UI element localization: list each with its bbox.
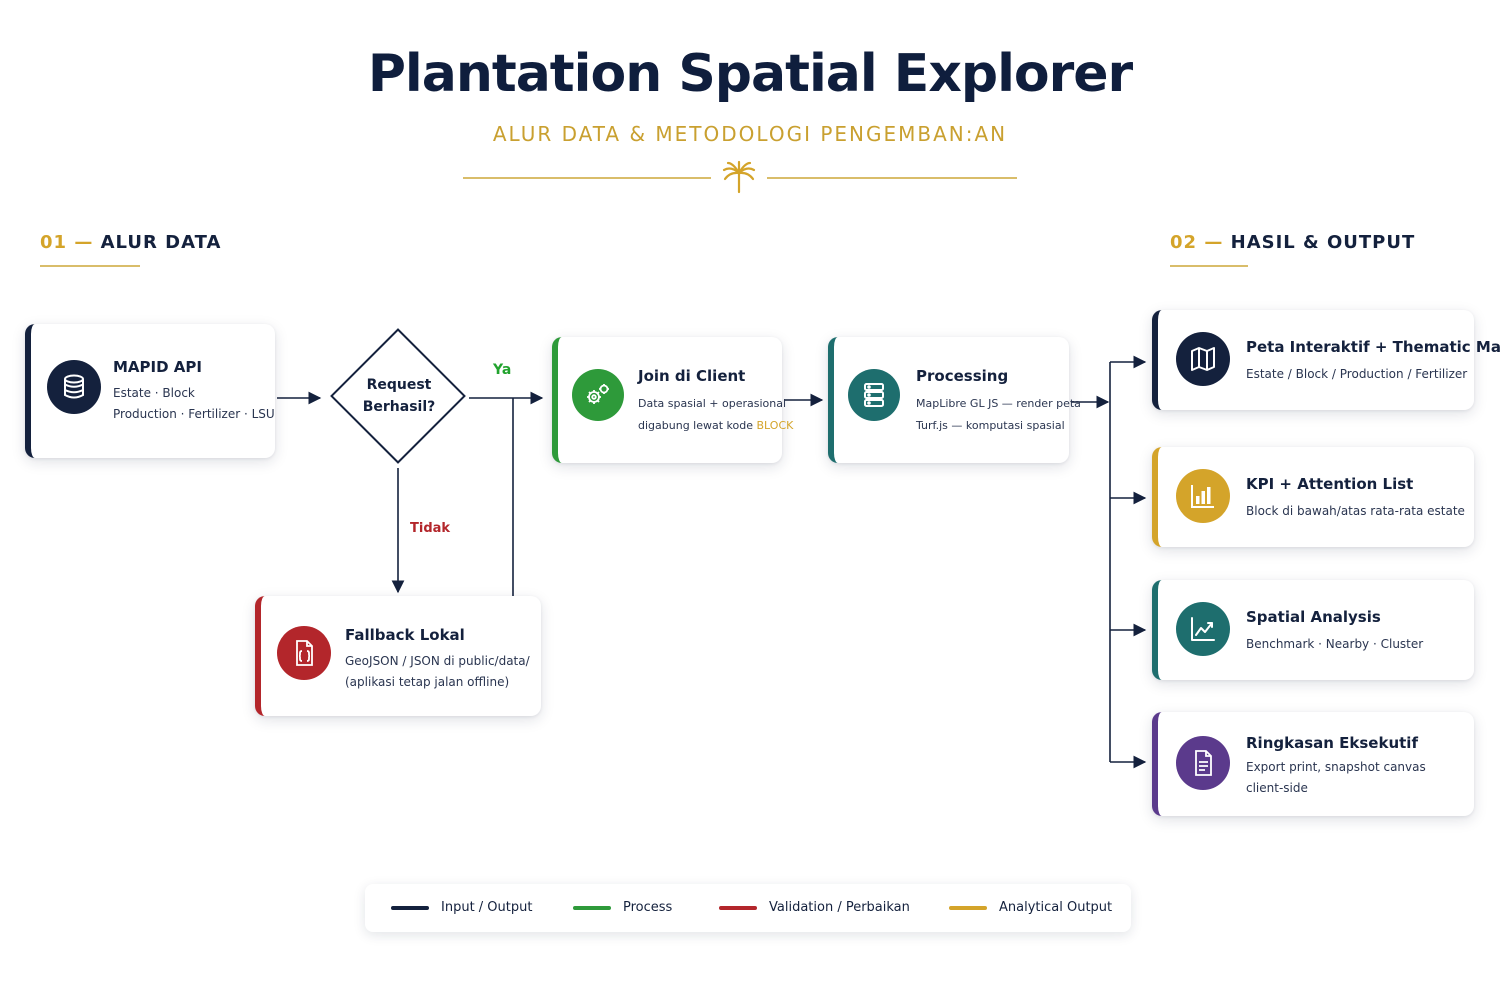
section-label: HASIL & OUTPUT	[1230, 232, 1416, 253]
node-desc-line2: digabung lewat kode BLOCK	[638, 415, 793, 436]
node-desc-line1: MapLibre GL JS — render peta	[916, 397, 1081, 410]
legend-label: Process	[623, 900, 673, 915]
page-title: Plantation Spatial Explorer	[367, 44, 1133, 104]
node-fallback-lokal: Fallback Lokal GeoJSON / JSON di public/…	[255, 596, 541, 716]
legend-swatch	[391, 905, 429, 910]
legend-item-validation: Validation / Perbaikan	[719, 900, 910, 915]
node-title: MAPID API	[113, 358, 202, 376]
node-desc-line1: Data spasial + operasional	[638, 397, 787, 410]
title-divider-left	[463, 177, 711, 179]
decision-line1: Request	[366, 377, 432, 393]
legend-item-input-output: Input / Output	[391, 900, 532, 915]
legend-label: Analytical Output	[999, 900, 1113, 915]
legend-swatch	[949, 905, 987, 910]
section-dash: —	[74, 232, 94, 253]
legend-item-analytical-output: Analytical Output	[949, 900, 1112, 915]
node-desc-line2: Production · Fertilizer · LSU	[113, 407, 275, 421]
node-join-di-client: Join di Client Data spasial + operasiona…	[552, 337, 793, 463]
line-chart-icon	[1176, 602, 1230, 656]
title-divider-right	[767, 177, 1017, 179]
section-label: ALUR DATA	[100, 232, 222, 253]
node-desc-line2: Turf.js — komputasi spasial	[916, 419, 1065, 432]
node-desc-line1: GeoJSON / JSON di public/data/	[345, 654, 530, 668]
server-icon	[848, 369, 900, 421]
node-title: Fallback Lokal	[345, 626, 465, 644]
block-code-highlight: BLOCK	[756, 419, 794, 432]
output-desc-line1: Block di bawah/atas rata-rata estate	[1246, 504, 1465, 518]
palm-tree-icon	[722, 160, 756, 194]
section-alur-data-heading: 01 — ALUR DATA	[40, 232, 221, 253]
decision-yes-label: Ya	[493, 362, 512, 378]
node-title: Processing	[916, 367, 1009, 385]
legend-label: Validation / Perbaikan	[769, 900, 910, 915]
legend-item-process: Process	[573, 900, 672, 915]
legend: Input / Output Process Validation / Perb…	[365, 884, 1131, 932]
output-desc-line1: Estate / Block / Production / Fertilizer	[1246, 367, 1468, 381]
output-title: Peta Interaktif + Thematic Map	[1246, 338, 1500, 356]
node-desc-prefix: digabung lewat kode	[638, 419, 757, 432]
decision-no-label: Tidak	[410, 521, 451, 536]
node-desc-line1: Estate · Block	[113, 386, 195, 400]
section-underline-left	[40, 265, 140, 267]
section-hasil-output-heading: 02 — HASIL & OUTPUT	[1170, 232, 1415, 253]
bar-chart-icon	[1176, 469, 1230, 523]
output-title: KPI + Attention List	[1246, 475, 1414, 493]
page-subtitle: ALUR DATA & METODOLOGI PENGEMBAN:AN	[492, 122, 1008, 146]
decision-line2: Berhasil?	[362, 399, 436, 415]
output-spatial-analysis: Spatial Analysis Benchmark · Nearby · Cl…	[1152, 580, 1474, 680]
json-file-icon	[277, 626, 331, 680]
output-ringkasan-eksekutif: Ringkasan Eksekutif Export print, snapsh…	[1152, 712, 1474, 816]
node-title: Join di Client	[638, 367, 746, 385]
decision-label: Request Berhasil?	[340, 374, 458, 418]
output-title: Ringkasan Eksekutif	[1246, 734, 1418, 752]
section-dash: —	[1204, 232, 1224, 253]
document-icon	[1176, 736, 1230, 790]
section-underline-right	[1170, 265, 1248, 267]
output-desc-line1: Benchmark · Nearby · Cluster	[1246, 637, 1424, 651]
output-kpi-attention-list: KPI + Attention List Block di bawah/atas…	[1152, 447, 1474, 547]
node-processing: Processing MapLibre GL JS — render peta …	[828, 337, 1081, 463]
gears-icon	[572, 369, 624, 421]
output-title: Spatial Analysis	[1246, 608, 1381, 626]
legend-swatch	[573, 905, 611, 910]
section-number: 02	[1170, 232, 1198, 253]
node-mapid-api: MAPID API Estate · Block Production · Fe…	[25, 324, 275, 458]
map-icon	[1176, 332, 1230, 386]
output-desc-line2: client-side	[1246, 781, 1308, 795]
legend-label: Input / Output	[441, 900, 533, 915]
database-icon	[47, 360, 101, 414]
legend-swatch	[719, 905, 757, 910]
output-desc-line1: Export print, snapshot canvas	[1246, 760, 1426, 774]
output-peta-interaktif: Peta Interaktif + Thematic Map Estate / …	[1152, 310, 1500, 410]
node-desc-line2: (aplikasi tetap jalan offline)	[345, 675, 510, 689]
section-number: 01	[40, 232, 68, 253]
